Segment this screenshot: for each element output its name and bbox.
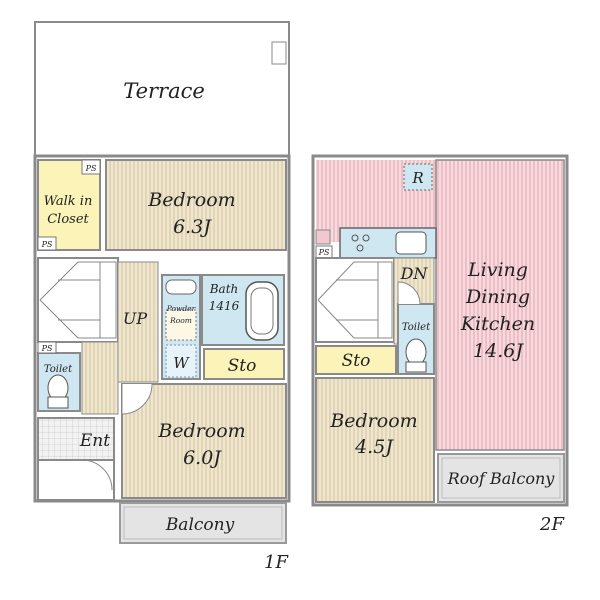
second-floor-plan [311,154,569,507]
terrace-label: Terrace [123,79,205,103]
walk-in-closet-label-2: Closet [47,212,89,227]
roof-balcony-label: Roof Balcony [447,469,556,488]
bedroom-a-name-label: Bedroom [147,189,235,211]
bedroom-b-area [121,383,287,499]
floor-label-2f: 2F [539,514,565,535]
hallway-area [117,261,159,383]
terrace-area [34,21,290,157]
bedroom-a-size-label: 6.3J [173,216,212,238]
powder-room-label-2: Room [169,316,192,325]
toilet-label-2f: Toilet [402,322,431,333]
storage-label-1f: Sto [228,356,257,376]
bedroom-a-area [105,159,287,251]
ldk-label-1: Living [467,259,528,281]
ldk-area [435,159,565,451]
walk-in-closet-label-1: Walk in [44,194,93,209]
walk-in-closet-area [37,159,101,251]
labels-1f: Terrace Walk in Closet PS PS Bedroom 6.3… [41,79,290,573]
floor-label-1f: 1F [264,552,289,573]
labels-2f: R PS DN Living Dining Kitchen 14.6J Toil… [318,169,566,535]
bath-size-label: 1416 [209,299,240,313]
washer-label: W [173,354,190,372]
pipe-space-label-1: PS [85,164,97,173]
ldk-label-3: Kitchen [460,313,535,335]
first-floor-plan [33,21,291,544]
storage-area-1f [203,348,285,380]
bedroom-b-size-label: 6.0J [183,447,222,469]
bedroom-2f-size-label: 4.5J [354,436,394,458]
storage-label-2f: Sto [342,351,371,371]
stairs-up-label: UP [123,309,147,328]
powder-room-label-1: Powder [166,304,196,313]
refrigerator-label: R [411,169,423,187]
stairs-down-label: DN [400,264,429,283]
pipe-space-label-2: PS [41,240,53,249]
refrigerator-area [403,163,433,191]
bedroom-2f-area [315,377,435,503]
bedroom-b-name-label: Bedroom [157,420,245,442]
entrance-label: Ent [79,431,110,451]
toilet-label-1f: Toilet [44,364,73,375]
pipe-space-label-2f: PS [318,248,330,257]
bath-name-label: Bath [209,282,239,296]
ldk-size-label: 14.6J [473,340,524,362]
entrance-area [37,417,115,461]
pipe-space-label-3: PS [41,344,53,353]
storage-area-2f [315,345,397,375]
ldk-label-2: Dining [465,286,530,308]
bedroom-2f-name-label: Bedroom [329,410,417,432]
washer-area [165,344,197,378]
balcony-label: Balcony [165,515,235,535]
